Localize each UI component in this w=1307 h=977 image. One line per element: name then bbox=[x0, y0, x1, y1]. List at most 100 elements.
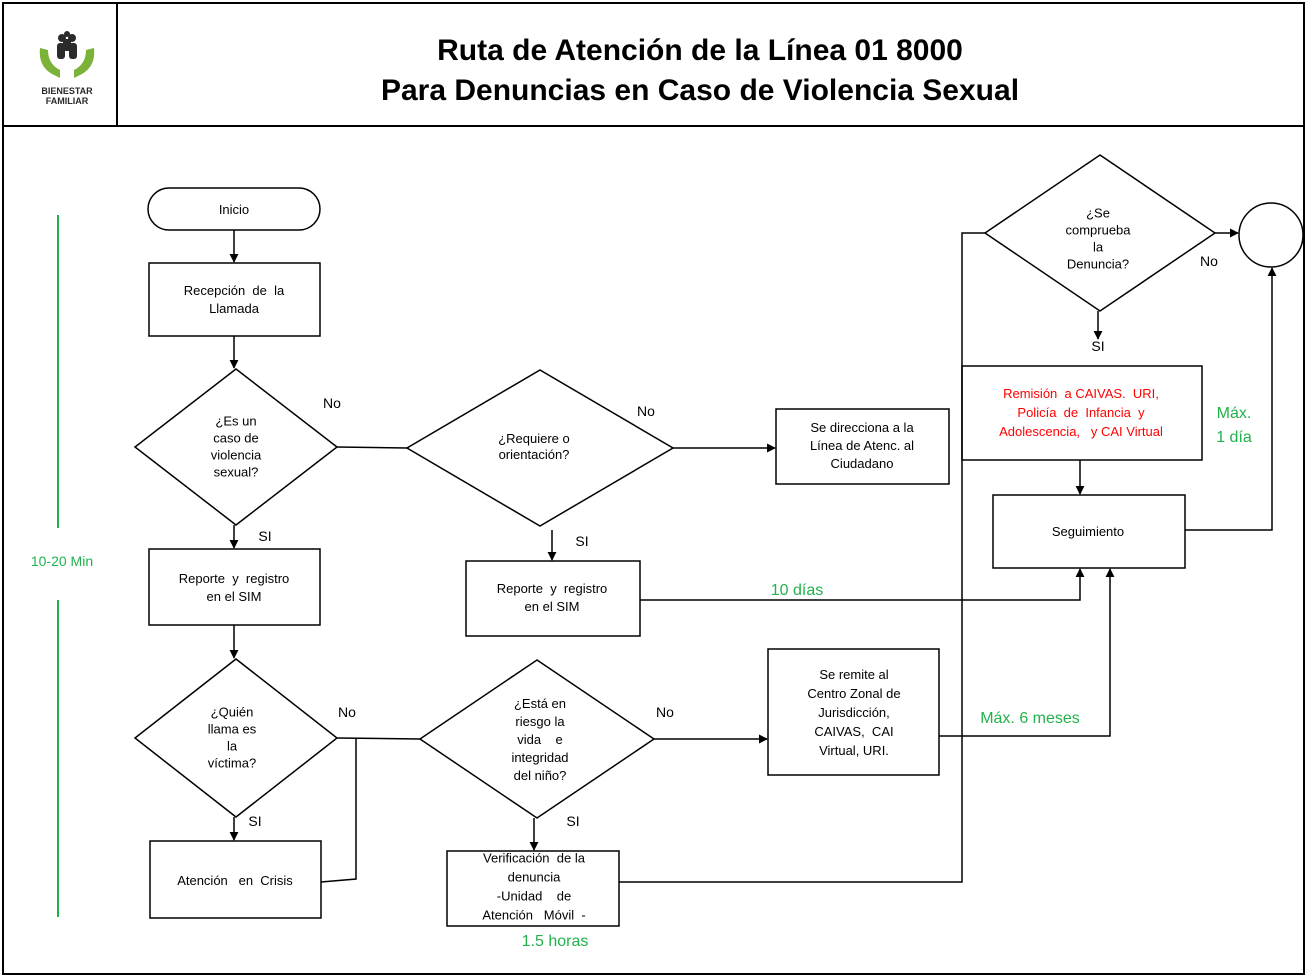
si-label-quien: SI bbox=[248, 813, 261, 829]
se-remite-label-line: CAIVAS, CAI bbox=[814, 724, 893, 739]
esta-en-riesgo-label: ¿Está en riesgo la vida e integridad del niñ… bbox=[511, 696, 568, 783]
comprueba-denuncia-label-line: ¿Se bbox=[1086, 206, 1110, 221]
page-title-line2: Para Denuncias en Caso de Violencia Sexu… bbox=[381, 74, 1019, 107]
se-direcciona-label-line: Línea de Atenc. al bbox=[810, 438, 914, 453]
comprueba-denuncia-label-line: comprueba bbox=[1065, 223, 1131, 238]
time-1dia-label-line2: 1 día bbox=[1216, 429, 1252, 446]
time-6meses-label: Máx. 6 meses bbox=[980, 710, 1080, 727]
remision-caivas-label-line: Remisión a CAIVAS. URI, bbox=[1003, 386, 1159, 401]
atencion-crisis-box bbox=[149, 840, 322, 919]
se-direcciona-label-line: Ciudadano bbox=[831, 456, 894, 471]
si-label-escaso: SI bbox=[258, 528, 271, 544]
esta-en-riesgo-label-line: vida e bbox=[517, 732, 563, 747]
requiere-orientacion-decision bbox=[405, 369, 675, 527]
time-10dias-label: 10 días bbox=[771, 582, 823, 599]
remision-caivas-box bbox=[961, 365, 1203, 461]
verificacion-denuncia-label-line: denuncia bbox=[508, 870, 562, 885]
arrow-reporte2-seguimiento bbox=[640, 568, 1085, 601]
es-caso-violencia-decision bbox=[133, 368, 339, 526]
seguimiento-label-line: Seguimiento bbox=[1052, 524, 1124, 539]
se-direcciona-box bbox=[775, 408, 950, 485]
verificacion-denuncia-label-line: -Unidad de bbox=[497, 889, 571, 904]
no-label-comprueba: No bbox=[1200, 253, 1218, 269]
requiere-orientacion-label-line: ¿Requiere o bbox=[498, 431, 570, 446]
esta-en-riesgo-label-line: riesgo la bbox=[515, 714, 565, 729]
esta-en-riesgo-decision bbox=[418, 659, 656, 819]
reporte-registro-label-2-line: en el SIM bbox=[525, 599, 580, 614]
time-total-label: 10-20 Min bbox=[31, 553, 93, 569]
line-verificacion-comprueba bbox=[619, 232, 985, 883]
esta-en-riesgo-label-line: del niño? bbox=[514, 768, 567, 783]
remision-caivas-label-line: Adolescencia, y CAI Virtual bbox=[999, 424, 1163, 439]
seguimiento-label: Seguimiento bbox=[1052, 524, 1124, 539]
verificacion-denuncia-label-line: Verificación de la bbox=[483, 851, 586, 866]
seguimiento-box bbox=[992, 494, 1186, 569]
comprueba-denuncia-decision bbox=[983, 154, 1217, 312]
atencion-crisis-label: Atención en Crisis bbox=[177, 873, 293, 888]
arrow-remite-seguimiento bbox=[939, 568, 1115, 737]
line-quien-riesgo bbox=[336, 737, 421, 740]
se-direcciona-label-line: Se direcciona a la bbox=[810, 420, 914, 435]
reporte-registro-box-1 bbox=[148, 548, 321, 626]
reporte-registro-label-2-line: Reporte y registro bbox=[497, 581, 608, 596]
no-label-requiere: No bbox=[637, 403, 655, 419]
recepcion-llamada-label: Recepción de la Llamada bbox=[184, 283, 285, 316]
quien-llama-label-line: ¿Quién bbox=[211, 705, 254, 720]
no-label-quien: No bbox=[338, 704, 356, 720]
quien-llama-label-line: víctima? bbox=[208, 756, 256, 771]
reporte-registro-label-1-line: Reporte y registro bbox=[179, 571, 290, 586]
family-logo-icon bbox=[39, 31, 95, 78]
line-escaso-requiere bbox=[336, 446, 408, 449]
remision-caivas-label: Remisión a CAIVAS. URI, Policía de Infanc… bbox=[999, 386, 1163, 439]
se-remite-label-line: Virtual, URI. bbox=[819, 743, 889, 758]
line-crisis-merge bbox=[320, 739, 357, 883]
remision-caivas-label-line: Policía de Infancia y bbox=[1017, 405, 1145, 420]
verificacion-denuncia-box bbox=[446, 850, 620, 927]
no-label-escaso: No bbox=[323, 395, 341, 411]
es-caso-violencia-label-line: sexual? bbox=[214, 465, 259, 480]
bienestar-familiar-logo: BIENESTAR FAMILIAR bbox=[39, 31, 95, 106]
verificacion-denuncia-label-line: Atención Móvil - bbox=[482, 908, 585, 923]
recepcion-llamada-label-line: Recepción de la bbox=[184, 283, 285, 298]
time-1dia-label-line1: Máx. bbox=[1217, 405, 1252, 422]
verificacion-denuncia-label: Verificación de la denuncia -Unidad de Aten… bbox=[482, 851, 585, 923]
comprueba-denuncia-label-line: la bbox=[1093, 240, 1104, 255]
time-15horas-label: 1.5 horas bbox=[522, 933, 589, 950]
se-remite-box bbox=[767, 648, 940, 776]
se-remite-label-line: Se remite al bbox=[819, 667, 888, 682]
se-remite-label-line: Jurisdicción, bbox=[818, 705, 890, 720]
recepcion-llamada-label-line: Llamada bbox=[209, 301, 260, 316]
inicio-label-line: Inicio bbox=[219, 202, 249, 217]
page-title-line1: Ruta de Atención de la Línea 01 8000 bbox=[437, 34, 963, 67]
se-remite-label-line: Centro Zonal de bbox=[807, 686, 900, 701]
esta-en-riesgo-label-line: ¿Está en bbox=[514, 696, 566, 711]
reporte-registro-label-2: Reporte y registro en el SIM bbox=[497, 581, 608, 614]
arrow-seguimiento-end bbox=[1185, 267, 1277, 531]
logo-text-line1: BIENESTAR bbox=[41, 86, 93, 96]
esta-en-riesgo-label-line: integridad bbox=[511, 750, 568, 765]
reporte-registro-box-2 bbox=[465, 560, 641, 637]
es-caso-violencia-label-line: ¿Es un bbox=[215, 414, 256, 429]
quien-llama-decision bbox=[133, 658, 339, 818]
si-label-comprueba: SI bbox=[1091, 338, 1104, 354]
recepcion-llamada-box bbox=[148, 262, 321, 337]
quien-llama-label-line: llama es bbox=[208, 722, 257, 737]
end-connector-circle bbox=[1238, 202, 1304, 268]
si-label-riesgo: SI bbox=[566, 813, 579, 829]
reporte-registro-label-1: Reporte y registro en el SIM bbox=[179, 571, 290, 604]
es-caso-violencia-label-line: violencia bbox=[211, 448, 262, 463]
requiere-orientacion-label-line: orientación? bbox=[499, 447, 570, 462]
si-label-requiere: SI bbox=[575, 533, 588, 549]
reporte-registro-label-1-line: en el SIM bbox=[207, 589, 262, 604]
se-remite-label: Se remite al Centro Zonal de Jurisdicción,… bbox=[807, 667, 900, 758]
inicio-label: Inicio bbox=[219, 202, 249, 217]
no-label-riesgo: No bbox=[656, 704, 674, 720]
comprueba-denuncia-label-line: Denuncia? bbox=[1067, 257, 1129, 272]
atencion-crisis-label-line: Atención en Crisis bbox=[177, 873, 293, 888]
